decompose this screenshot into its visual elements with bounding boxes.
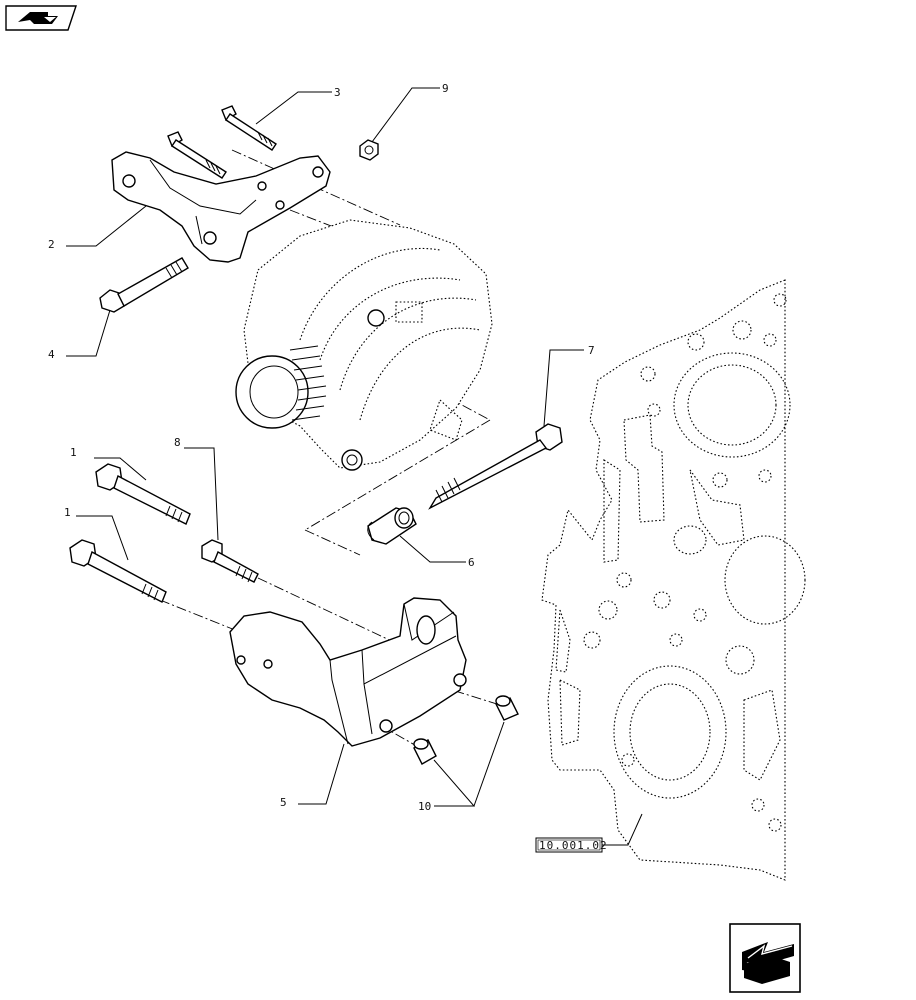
reference-callout[interactable]: 10.001.02 [535, 813, 643, 853]
callout-7[interactable]: 7 [588, 344, 595, 357]
dowel-10b[interactable] [495, 695, 519, 721]
upper-bracket[interactable] [111, 151, 331, 263]
callout-2[interactable]: 2 [48, 238, 55, 251]
screw-4[interactable] [99, 257, 189, 313]
dowel-10a[interactable] [413, 738, 437, 765]
reference-label: 10.001.02 [539, 839, 608, 852]
eye-view-icon[interactable] [5, 5, 77, 31]
stud-8[interactable] [201, 539, 259, 583]
alternator[interactable] [235, 219, 493, 471]
callout-8[interactable]: 8 [174, 436, 181, 449]
engine-block [541, 279, 806, 881]
screw-7[interactable] [428, 423, 563, 510]
callout-3[interactable]: 3 [334, 86, 341, 99]
callout-1a[interactable]: 1 [70, 446, 77, 459]
screw-1a[interactable] [95, 463, 191, 525]
screw-3b[interactable] [167, 131, 227, 179]
nut[interactable] [359, 139, 379, 161]
callout-6[interactable]: 6 [468, 556, 475, 569]
callout-labels: 1 1 2 3 4 5 6 7 8 9 10 [48, 82, 595, 813]
bushing-6[interactable] [367, 507, 417, 545]
callout-4[interactable]: 4 [48, 348, 55, 361]
callout-5[interactable]: 5 [280, 796, 287, 809]
lower-bracket[interactable] [229, 597, 467, 747]
leader-lines [66, 87, 584, 807]
screw-1b[interactable] [69, 539, 167, 603]
next-page-arrow-icon[interactable] [729, 923, 801, 993]
callout-10[interactable]: 10 [418, 800, 431, 813]
screw-3a[interactable] [221, 105, 277, 151]
callout-9[interactable]: 9 [442, 82, 449, 95]
callout-1b[interactable]: 1 [64, 506, 71, 519]
